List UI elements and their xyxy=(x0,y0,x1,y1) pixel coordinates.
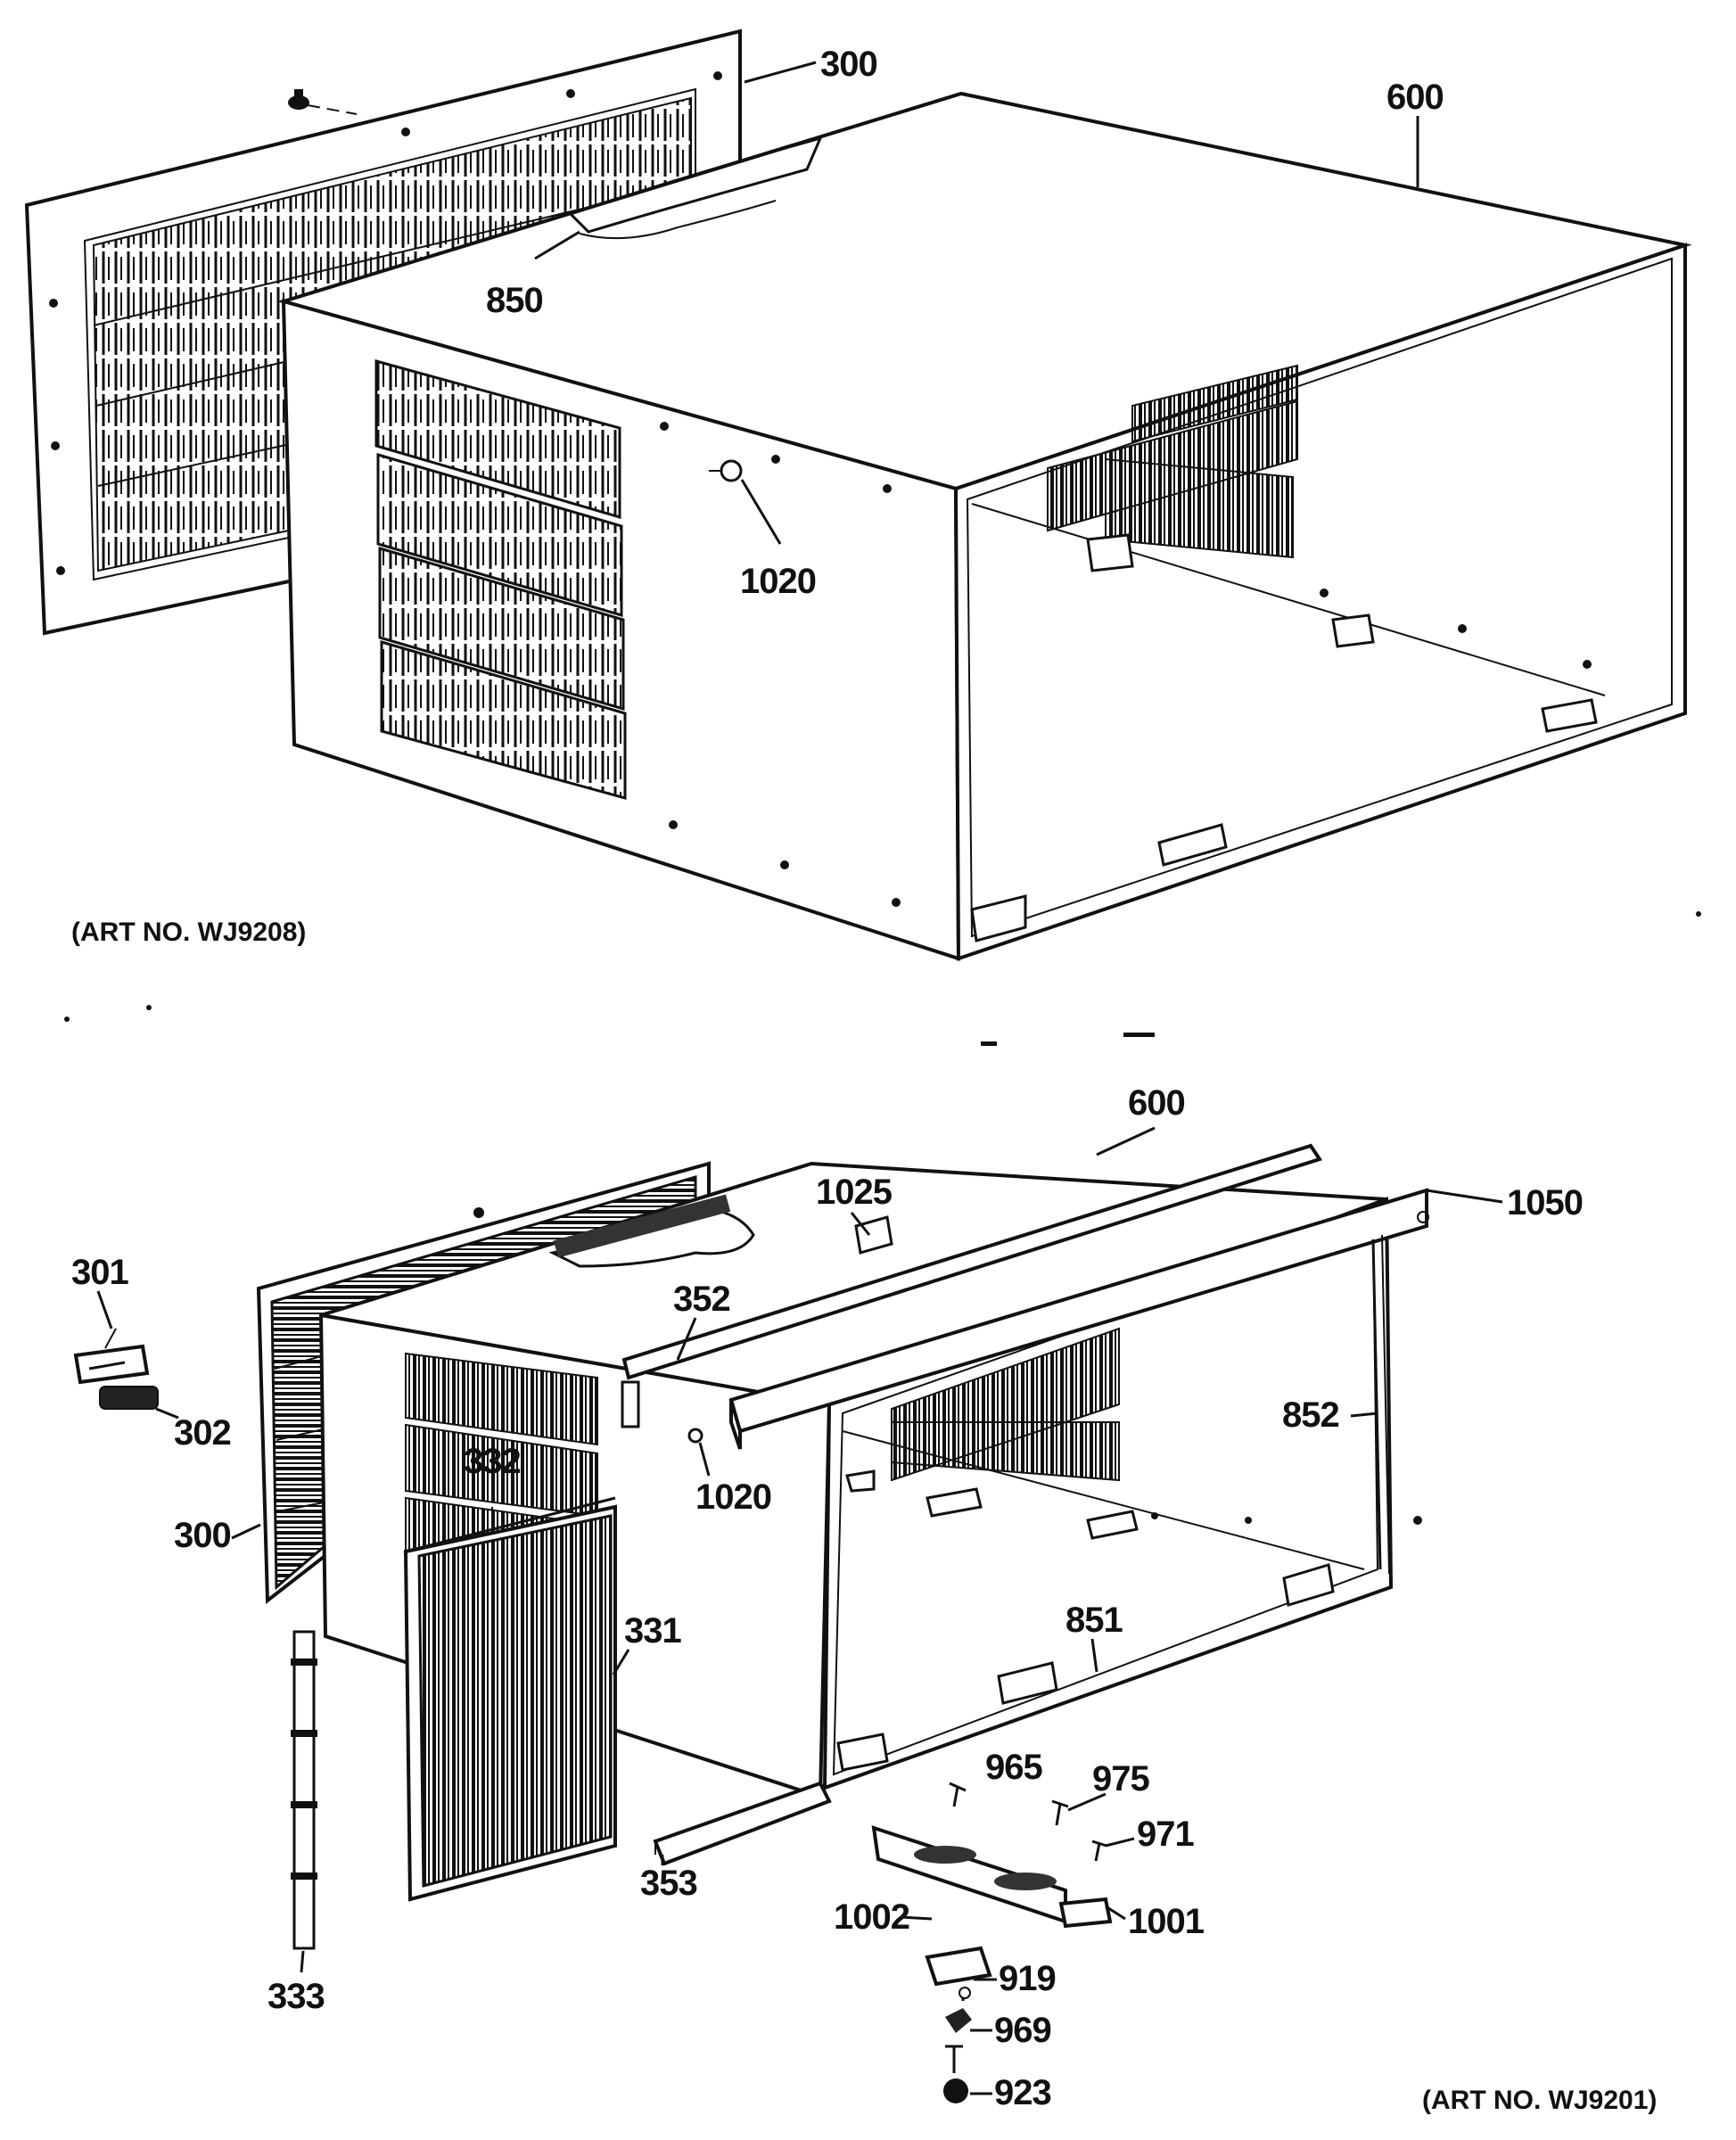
scan-specks xyxy=(64,911,1701,1046)
callout-965: 965 xyxy=(985,1748,1042,1787)
callout-332: 332 xyxy=(464,1442,521,1481)
grille-screw xyxy=(288,89,358,115)
callout-1002: 1002 xyxy=(834,1897,909,1937)
callout-353: 353 xyxy=(640,1864,697,1903)
side-curtain-panel xyxy=(403,1496,617,1902)
vertical-strip-333 xyxy=(291,1630,317,1950)
callout-923: 923 xyxy=(994,2073,1051,2112)
mounting-hardware xyxy=(871,1782,1113,2103)
callout-331: 331 xyxy=(624,1611,681,1650)
callout-1020-b: 1020 xyxy=(695,1477,771,1517)
top-art-number: (ART NO. WJ9208) xyxy=(71,918,306,947)
callout-1020: 1020 xyxy=(740,562,816,601)
callout-600: 600 xyxy=(1386,78,1444,117)
bottom-exploded-view: 600 1050 1025 301 352 302 852 332 1020 3… xyxy=(71,1083,1657,2115)
callout-969: 969 xyxy=(994,2011,1051,2050)
callout-1001: 1001 xyxy=(1128,1902,1205,1941)
top-callouts: 300 600 850 1020 xyxy=(486,45,1444,601)
top-seal-strip xyxy=(568,136,823,240)
bottom-art-number: (ART NO. WJ9201) xyxy=(1422,2086,1657,2115)
callout-300: 300 xyxy=(820,45,877,84)
callout-301: 301 xyxy=(71,1253,128,1292)
callout-850: 850 xyxy=(486,281,543,320)
callout-1025: 1025 xyxy=(816,1173,893,1212)
callout-852: 852 xyxy=(1282,1395,1339,1435)
callout-300-b: 300 xyxy=(174,1516,231,1555)
callout-919: 919 xyxy=(999,1959,1056,1998)
callout-851: 851 xyxy=(1065,1601,1123,1640)
callout-1050: 1050 xyxy=(1507,1183,1583,1222)
bottom-channel-353 xyxy=(653,1781,832,1866)
callout-352: 352 xyxy=(673,1280,730,1319)
callout-971: 971 xyxy=(1137,1815,1194,1854)
bottom-callouts: 600 1050 1025 301 352 302 852 332 1020 3… xyxy=(71,1083,1584,2112)
cabinet-outer-case xyxy=(276,91,1692,961)
callout-600-b: 600 xyxy=(1128,1083,1185,1123)
callout-333: 333 xyxy=(267,1977,325,2016)
callout-302: 302 xyxy=(174,1413,231,1453)
latch-parts xyxy=(73,1328,159,1410)
top-exploded-view: 300 600 850 1020 (ART NO. WJ9208) xyxy=(24,29,1692,961)
callout-975: 975 xyxy=(1092,1759,1149,1798)
bottom-rails xyxy=(621,1143,1430,1575)
